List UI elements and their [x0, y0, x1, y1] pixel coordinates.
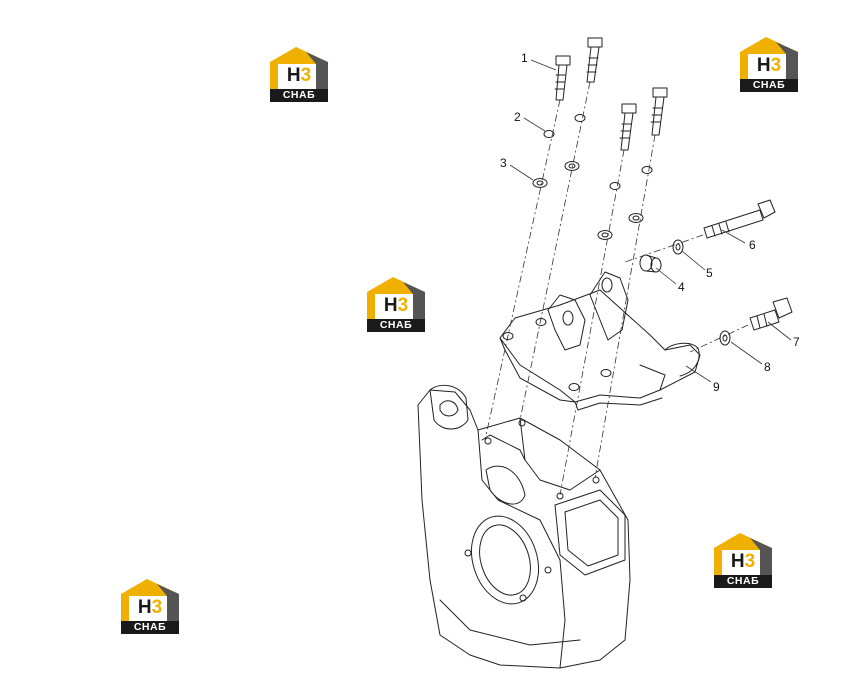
flat-washer	[597, 230, 613, 240]
callout-labels: 1 2 3 4 5 6 7 8 9	[500, 51, 800, 394]
bolt-horizontal-short	[749, 297, 793, 331]
callout-6: 6	[749, 238, 756, 252]
watermark-logo: H3 СНАБ	[740, 36, 802, 94]
logo-caption: СНАБ	[270, 89, 328, 102]
logo-caption: СНАБ	[740, 79, 798, 92]
flat-washer	[564, 161, 580, 171]
callout-2: 2	[514, 110, 521, 124]
callout-8: 8	[764, 360, 771, 374]
mounting-bracket	[499, 271, 701, 411]
assembly-axis-lines	[484, 81, 749, 496]
watermark-logo: H3 СНАБ	[367, 276, 429, 334]
watermark-logo: H3 СНАБ	[270, 46, 332, 104]
logo-mark: H3	[756, 55, 782, 76]
callout-3: 3	[500, 156, 507, 170]
watermark-logo: H3 СНАБ	[714, 532, 776, 590]
callout-leaders	[509, 59, 792, 383]
logo-caption: СНАБ	[714, 575, 772, 588]
bolt-vertical-3	[619, 103, 637, 151]
bolt-vertical-4	[650, 87, 668, 136]
logo-caption: СНАБ	[121, 621, 179, 634]
logo-mark: H3	[383, 295, 409, 316]
logo-mark: H3	[137, 597, 163, 618]
callout-9: 9	[713, 380, 720, 394]
flat-washer	[628, 213, 644, 223]
flat-washer	[532, 178, 548, 188]
logo-mark: H3	[730, 551, 756, 572]
bolt-vertical-2	[586, 37, 603, 83]
callout-1: 1	[521, 51, 528, 65]
lock-washer	[574, 114, 586, 122]
bolt-horizontal-long	[703, 199, 776, 239]
bolt-vertical-1	[554, 55, 571, 101]
logo-caption: СНАБ	[367, 319, 425, 332]
washer-5	[672, 239, 684, 255]
washer-8	[719, 330, 731, 346]
lock-washer	[641, 166, 653, 174]
lock-washer	[543, 130, 555, 138]
lock-washer	[609, 182, 621, 190]
watermark-logo: H3 СНАБ	[121, 578, 183, 636]
callout-7: 7	[793, 335, 800, 349]
logo-mark: H3	[286, 65, 312, 86]
callout-5: 5	[706, 266, 713, 280]
gearbox-housing	[417, 384, 631, 669]
callout-4: 4	[678, 280, 685, 294]
